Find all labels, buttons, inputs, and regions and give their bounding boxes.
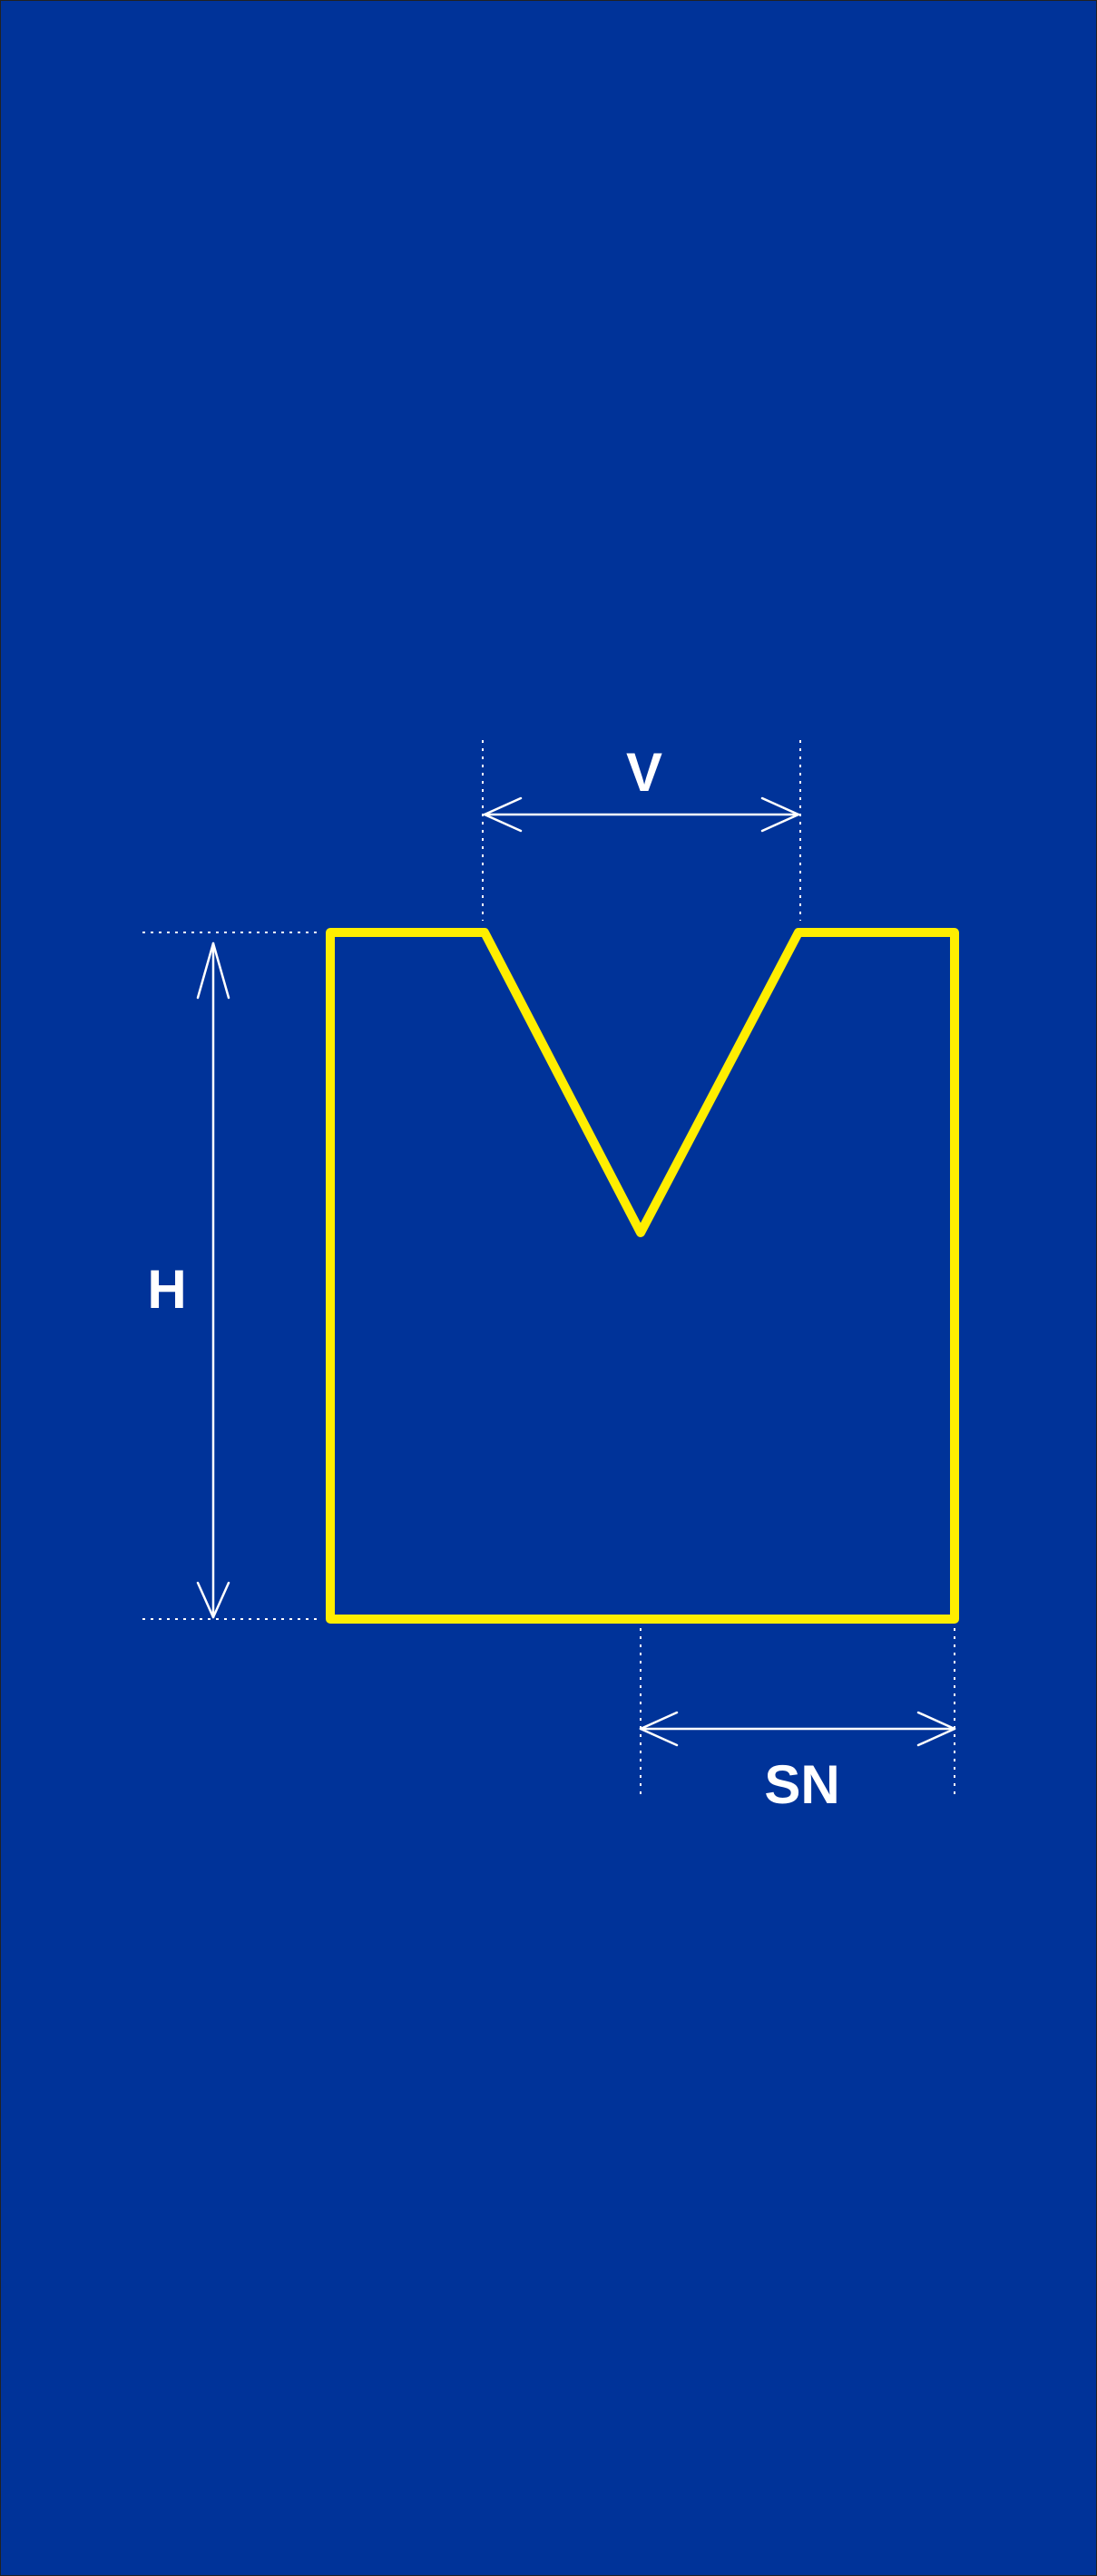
extension-lines — [142, 740, 955, 1794]
h-arrowhead-bottom — [196, 1581, 230, 1619]
h-arrowhead-top — [196, 942, 230, 1000]
dimension-arrows — [196, 796, 956, 1747]
h-label: H — [147, 1259, 186, 1320]
sn-label: SN — [764, 1754, 839, 1815]
die-outline — [326, 928, 959, 1624]
sn-arrowhead-left — [639, 1711, 679, 1747]
v-label: V — [626, 742, 662, 803]
v-arrowhead-right — [760, 796, 800, 833]
v-arrowhead-left — [483, 796, 523, 833]
sn-arrowhead-right — [916, 1711, 956, 1747]
